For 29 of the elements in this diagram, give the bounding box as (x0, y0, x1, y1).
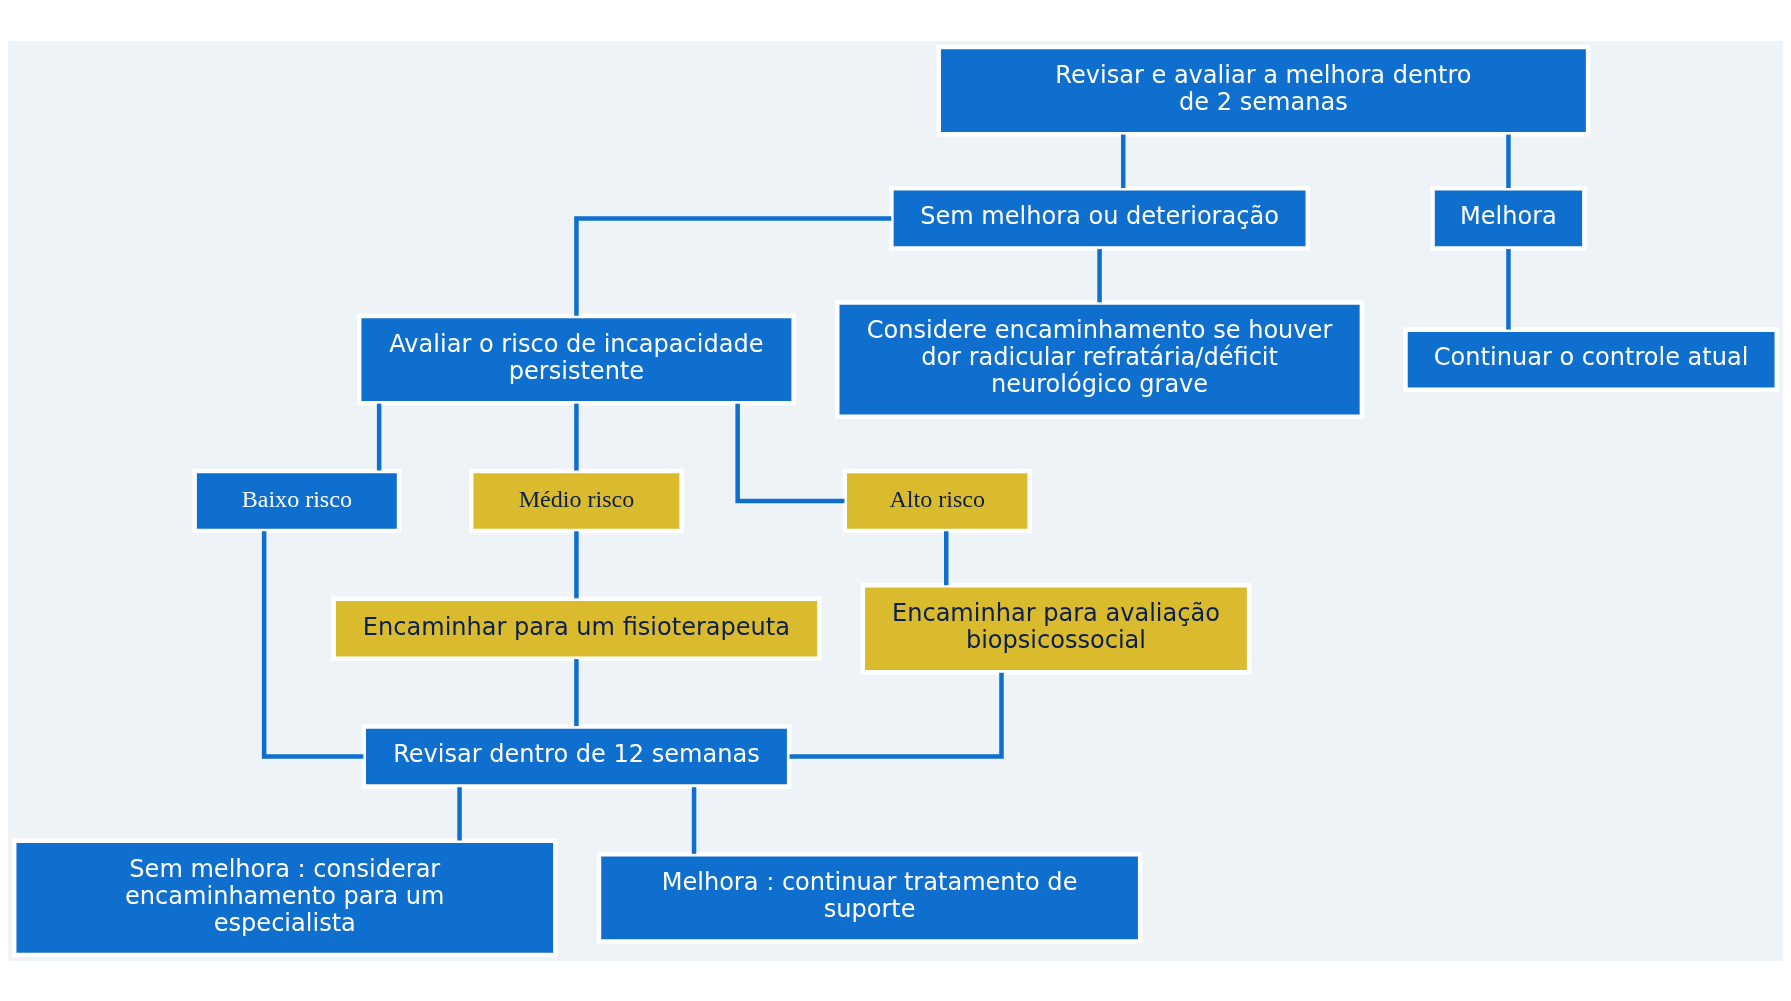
connector (944, 530, 949, 585)
connector (1121, 134, 1126, 188)
node-box: Baixo risco (192, 468, 402, 533)
node-box: Sem melhora : considerar encaminhamento para um especialista (11, 838, 558, 957)
connector (735, 403, 845, 503)
connector (1097, 248, 1102, 302)
connector (574, 403, 579, 471)
connector (691, 786, 697, 854)
connector (376, 403, 382, 471)
node-box: Alto risco (842, 468, 1032, 533)
node-box: Sem melhora ou deterioração (889, 185, 1311, 251)
connector (1506, 134, 1511, 188)
node-box: Revisar e avaliar a melhora dentro de 2 semanas (936, 44, 1591, 136)
node-box: Médio risco (468, 468, 684, 533)
connector (261, 530, 364, 759)
connector (574, 215, 892, 316)
node-box: Encaminhar para avaliação biopsicossocial (860, 582, 1252, 675)
node-box: Avaliar o risco de incapacidade persistente (356, 313, 796, 406)
node-box: Revisar dentro de 12 semanas (361, 723, 792, 789)
connector (574, 658, 579, 726)
connector (457, 786, 462, 840)
node-box: Melhora : continuar tratamento de suporte (596, 851, 1143, 944)
node-box: Encaminhar para um fisioterapeuta (331, 595, 822, 661)
node-box: Continuar o controle atual (1403, 326, 1780, 392)
connector (789, 672, 1004, 759)
node-box: Considere encaminhamento se houver dor radicular refratária/déficit neurológico grave (835, 299, 1365, 419)
node-box: Melhora (1430, 185, 1587, 251)
connector (574, 530, 579, 598)
connector (1506, 248, 1511, 330)
